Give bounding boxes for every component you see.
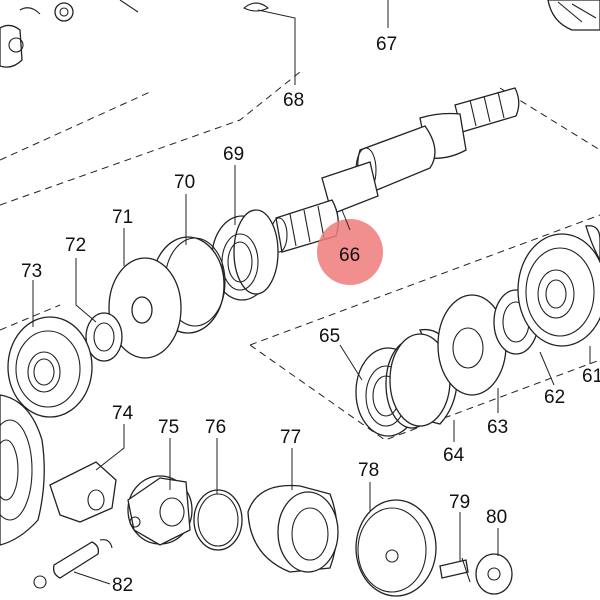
- callout-77: 77: [280, 427, 301, 448]
- pin-82: [33, 539, 113, 589]
- callout-70: 70: [174, 172, 195, 193]
- clip-68: [243, 2, 269, 12]
- hub-75: [127, 475, 193, 546]
- callout-82: 82: [112, 575, 133, 596]
- taper-bearing-69: [211, 209, 279, 301]
- callout-61: 61: [582, 366, 600, 387]
- leader-lines: [32, 0, 591, 585]
- ball-bearing-73: [7, 316, 93, 418]
- callout-78: 78: [358, 460, 379, 481]
- callout-66: 66: [339, 245, 360, 266]
- pin-79: [439, 557, 471, 583]
- callout-63: 63: [487, 417, 508, 438]
- cup-77: [247, 484, 339, 573]
- nut-80: [475, 553, 513, 595]
- callout-65: 65: [319, 326, 340, 347]
- callout-74: 74: [112, 403, 134, 424]
- ring-76: [193, 489, 243, 551]
- callout-73: 73: [21, 261, 42, 282]
- callout-62: 62: [544, 387, 565, 408]
- callout-80: 80: [486, 507, 507, 528]
- callout-69: 69: [223, 144, 244, 165]
- callout-76: 76: [205, 417, 226, 438]
- callout-labels: 67 68 69 70 71 72 73 66 65 64 63 62 61 7…: [21, 34, 600, 596]
- assembly-guide-lines: [0, 71, 600, 441]
- disc-78: [355, 499, 437, 597]
- callout-72: 72: [65, 235, 86, 256]
- washer-71: [108, 257, 182, 359]
- housing-fragment: [0, 394, 45, 546]
- callout-79: 79: [449, 492, 470, 513]
- top-right-fragment: [547, 0, 600, 31]
- ball-bearing-61: [517, 225, 600, 347]
- highlight-marker: [317, 219, 383, 285]
- callout-75: 75: [158, 417, 179, 438]
- top-left-fragment: [0, 0, 139, 68]
- splined-shaft: [270, 87, 520, 253]
- ring-72: [85, 312, 123, 362]
- callout-71: 71: [112, 207, 133, 228]
- callout-68: 68: [283, 90, 304, 111]
- bracket-74: [49, 461, 117, 523]
- callout-64: 64: [443, 445, 465, 466]
- callout-67: 67: [376, 34, 397, 55]
